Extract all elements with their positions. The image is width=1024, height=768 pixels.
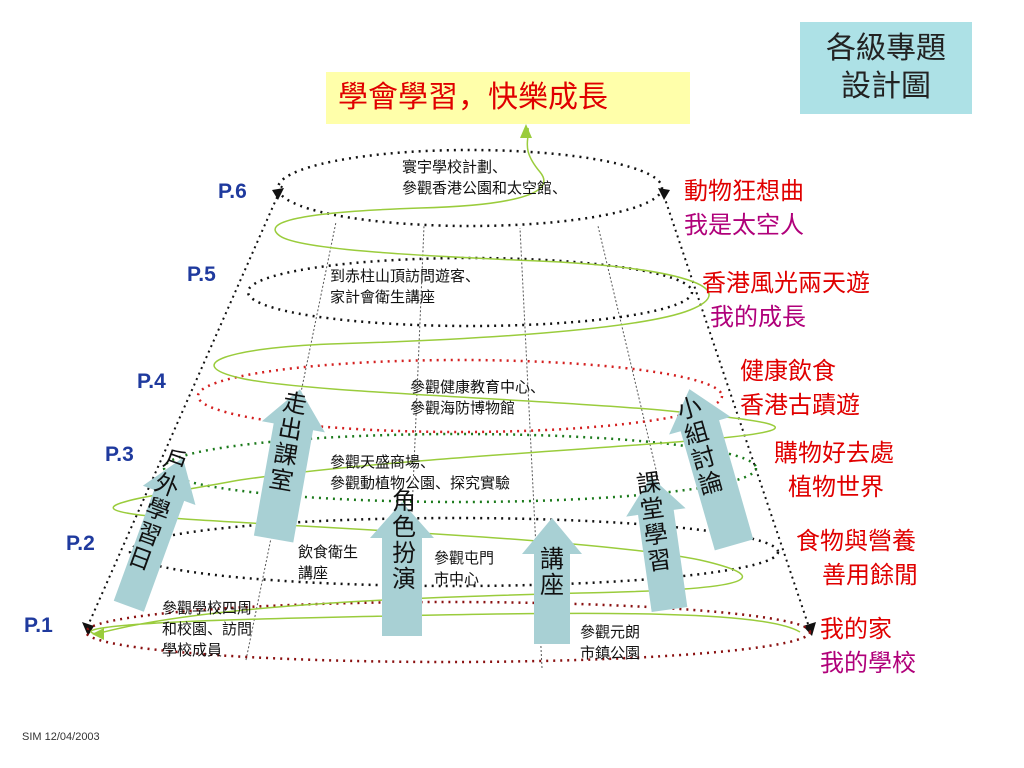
theme-p1-line-1: 我的家 [820, 615, 892, 643]
visit-note-p3: 參觀天盛商場、 參觀動植物公園、探究實驗 [330, 452, 510, 494]
method-arrow-role-play [370, 502, 434, 636]
theme-p5-line-2: 我的成長 [710, 303, 806, 331]
corner-label-line-1: 各級專題 [826, 31, 946, 66]
method-label-out-of-class: 走出課室 [267, 388, 309, 497]
method-label-classroom-char: 習 [646, 545, 674, 576]
theme-p3: 購物好去處 植物世界 [774, 436, 894, 504]
page-title: 學會學習，快樂成長 [326, 72, 690, 124]
theme-p2-line-1: 食物與營養 [796, 527, 916, 555]
theme-p2: 食物與營養 善用餘閒 [796, 524, 918, 592]
theme-p5: 香港風光兩天遊 我的成長 [702, 266, 870, 334]
visit-note-p3-line-2: 參觀動植物公園、探究實驗 [330, 474, 511, 492]
level-ring-p6 [276, 148, 664, 228]
method-label-classroom: 課堂學習 [635, 468, 674, 576]
visit-note-p6-line-1: 寰宇學校計劃、 [402, 158, 508, 176]
theme-p6-line-2: 我是太空人 [684, 211, 804, 239]
method-label-role-play-char: 色 [392, 513, 416, 541]
visit-note-p2-a-line-2: 講座 [298, 564, 329, 582]
method-arrow-group [669, 389, 754, 551]
visit-note-p5-line-2: 家計會衛生講座 [330, 288, 436, 306]
level-label-p5: P.5 [187, 263, 216, 286]
visit-note-p5: 到赤柱山頂訪問遊客、 家計會衛生講座 [330, 266, 480, 308]
visit-note-p1-a-line-3: 學校成員 [162, 641, 223, 659]
theme-p4-line-1: 健康飲食 [740, 357, 836, 385]
method-label-out-of-class-char: 出 [276, 413, 304, 445]
level-label-p2: P.2 [66, 532, 95, 555]
method-label-out-of-class-char: 課 [271, 439, 299, 471]
corner-label-line-2: 設計圖 [841, 69, 931, 104]
cone-top-right-arrowhead [658, 188, 670, 200]
level-ring-p2 [128, 516, 780, 588]
spiral-start-arrowhead [92, 628, 104, 640]
cone-top-left-arrowhead [272, 188, 284, 200]
visit-note-p2-a: 飲食衛生 講座 [298, 542, 358, 584]
method-label-role-play-char: 演 [392, 565, 416, 593]
cone-right-arrowhead [803, 622, 816, 636]
method-label-out-of-class-char: 室 [267, 465, 295, 497]
theme-p3-line-2: 植物世界 [788, 473, 884, 501]
method-label-talk-char: 講 [540, 545, 564, 573]
level-ring-p1 [84, 600, 812, 664]
visit-note-p1-a: 參觀學校四周 和校園、訪問 學校成員 [162, 598, 252, 661]
theme-p6-line-1: 動物狂想曲 [684, 177, 804, 205]
method-label-role-play-char: 角 [392, 487, 416, 515]
visit-note-p5-line-1: 到赤柱山頂訪問遊客、 [330, 267, 481, 285]
level-ring-p4 [196, 358, 724, 434]
visit-note-p2-b: 參觀屯門 市中心 [434, 548, 494, 590]
level-label-p4: P.4 [137, 370, 166, 393]
method-label-talk: 講座 [540, 545, 564, 599]
method-label-role-play: 角色扮演 [392, 487, 416, 593]
method-arrow-out-of-class [253, 389, 325, 543]
visit-note-p4-line-1: 參觀健康教育中心、 [410, 378, 546, 396]
method-label-classroom-char: 堂 [638, 494, 666, 525]
theme-p1: 我的家 我的學校 [820, 612, 916, 680]
spiral-arrowhead [520, 124, 532, 138]
visit-note-p4-line-2: 參觀海防博物館 [410, 399, 516, 417]
visit-note-p1-b-line-1: 參觀元朗 [580, 623, 641, 641]
theme-p6: 動物狂想曲 我是太空人 [684, 174, 804, 242]
visit-note-p1-a-line-1: 參觀學校四周 [162, 599, 253, 617]
visit-note-p2-a-line-1: 飲食衛生 [298, 543, 359, 561]
level-label-p3: P.3 [105, 443, 134, 466]
method-arrow-outdoor [113, 457, 196, 612]
level-label-p1: P.1 [24, 614, 53, 637]
visit-note-p1-b: 參觀元朗 市鎮公園 [580, 622, 640, 664]
visit-note-p2-b-line-1: 參觀屯門 [434, 549, 495, 567]
theme-p1-line-2: 我的學校 [820, 649, 916, 677]
theme-p2-line-2: 善用餘閒 [822, 561, 918, 589]
method-label-classroom-char: 課 [635, 468, 663, 499]
theme-p4-line-2: 香港古蹟遊 [740, 391, 860, 419]
visit-note-p3-line-1: 參觀天盛商場、 [330, 453, 436, 471]
method-arrow-talk [522, 518, 582, 644]
footer-date: SIM 12/04/2003 [22, 731, 100, 743]
theme-p5-line-1: 香港風光兩天遊 [702, 269, 870, 297]
corner-label: 各級專題 設計圖 [800, 22, 972, 114]
visit-note-p4: 參觀健康教育中心、 參觀海防博物館 [410, 377, 545, 419]
level-label-p6: P.6 [218, 180, 247, 203]
method-label-classroom-char: 學 [642, 519, 670, 550]
visit-note-p6: 寰宇學校計劃、 參觀香港公園和太空館、 [402, 157, 567, 199]
method-label-talk-char: 座 [540, 571, 564, 599]
visit-note-p6-line-2: 參觀香港公園和太空館、 [402, 179, 568, 197]
visit-note-p2-b-line-2: 市中心 [434, 570, 480, 588]
method-label-role-play-char: 扮 [392, 539, 416, 567]
visit-note-p1-b-line-2: 市鎮公園 [580, 644, 641, 662]
level-ring-p3 [162, 432, 758, 504]
theme-p4: 健康飲食 香港古蹟遊 [740, 354, 860, 422]
theme-p3-line-1: 購物好去處 [774, 439, 894, 467]
method-arrow-classroom [626, 476, 688, 612]
visit-note-p1-a-line-2: 和校園、訪問 [162, 620, 253, 638]
method-label-out-of-class-char: 走 [281, 388, 309, 420]
